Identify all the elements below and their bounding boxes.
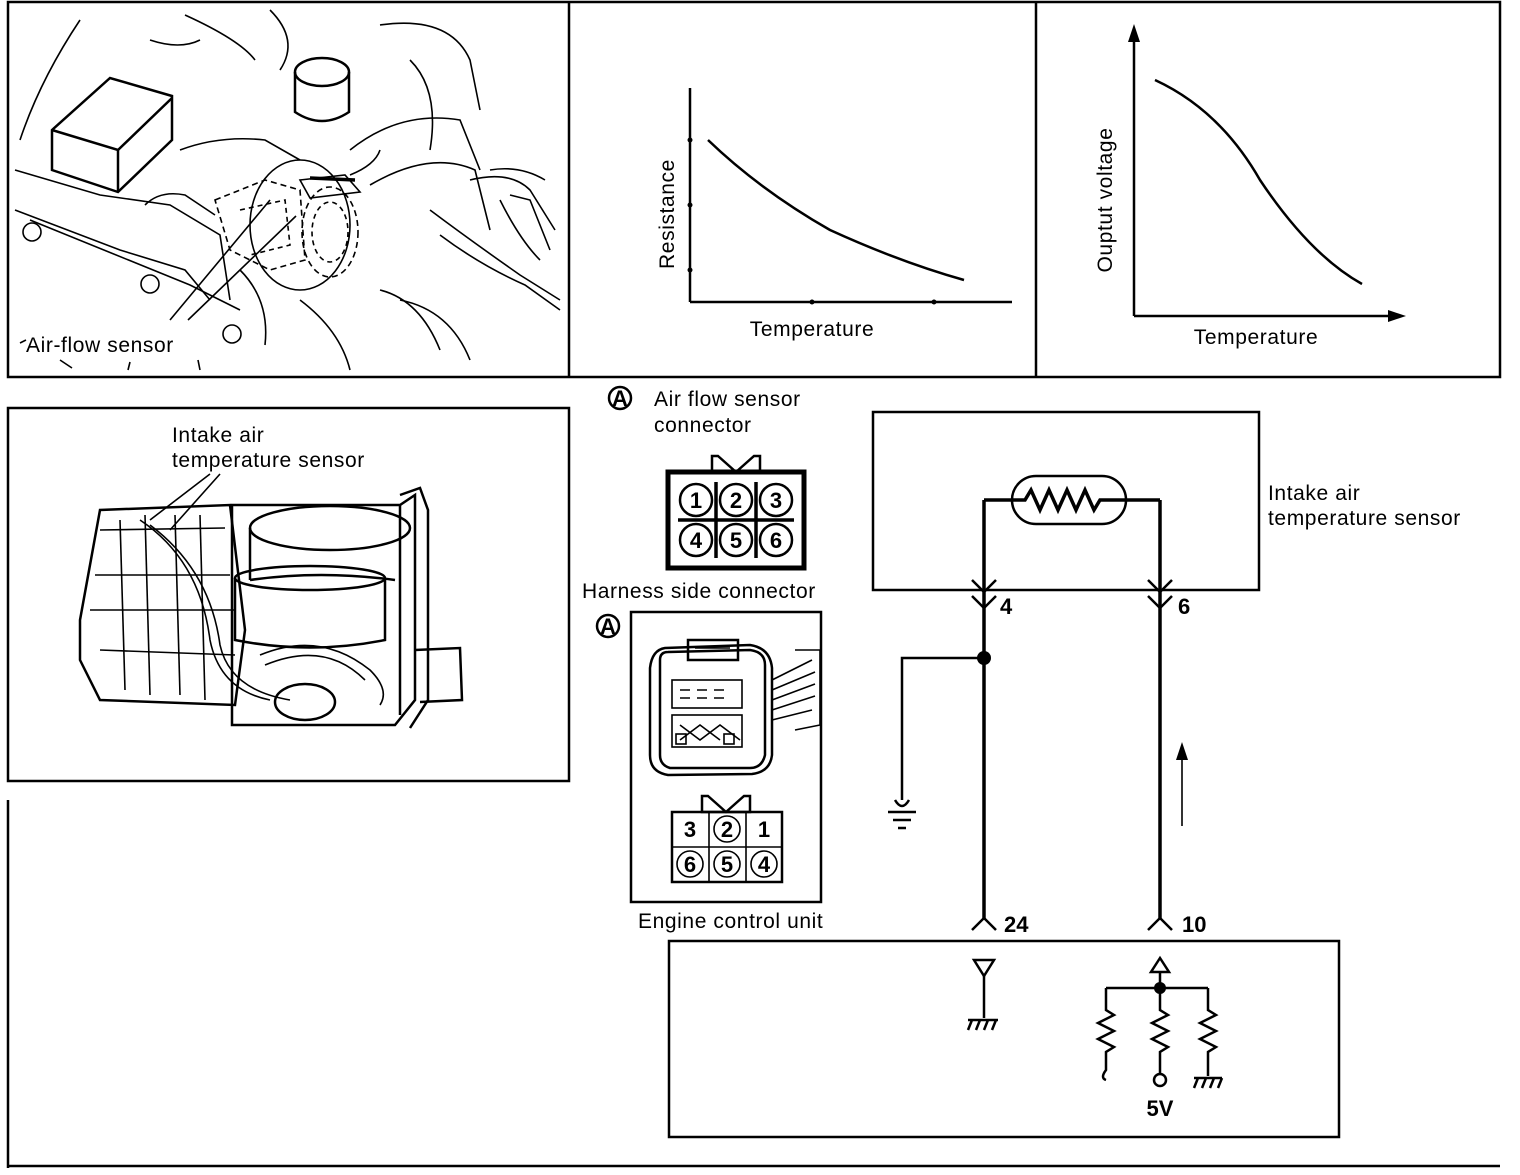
harness-connector-frame xyxy=(629,610,823,904)
bottom-pin-4: 4 xyxy=(758,852,771,877)
pin-4-label: 4 xyxy=(1000,594,1013,619)
thermistor-zigzag xyxy=(984,485,1160,515)
air-flow-connector-section: A Air flow sensor connector 1 2 3 4 5 6 … xyxy=(582,385,823,933)
shield-ground-symbol xyxy=(888,799,916,830)
connector-title-line1: Air flow sensor xyxy=(654,388,801,411)
ecu-title: Engine control unit xyxy=(638,910,823,933)
marker-a-circle xyxy=(607,385,633,411)
supply-label: 5V xyxy=(1147,1096,1174,1121)
top-pin-6: 6 xyxy=(770,528,782,553)
top-pin-5: 5 xyxy=(730,528,742,553)
marker-a: A xyxy=(612,386,628,411)
harness-connector-drawing xyxy=(648,638,821,777)
resistance-y-tick xyxy=(687,267,693,273)
current-arrow xyxy=(1176,742,1188,760)
resistance-y-label: Resistance xyxy=(656,159,679,269)
resistance-x-label: Temperature xyxy=(750,318,875,341)
ecu-pin-24-label: 24 xyxy=(1004,912,1029,937)
intake-sensor-illustration: Intake air temperature sensor xyxy=(78,424,464,729)
intake-label-line1: Intake air xyxy=(172,424,264,447)
resistance-x-tick xyxy=(809,299,815,305)
connector-title-line2: connector xyxy=(654,414,752,437)
ecu-pin-10-label: 10 xyxy=(1182,912,1206,937)
top-pin-1: 1 xyxy=(690,488,702,513)
top-pin-4: 4 xyxy=(690,528,703,553)
voltage-x-arrow xyxy=(1388,310,1406,322)
bottom-pin-3: 3 xyxy=(684,817,696,842)
pin-6-label: 6 xyxy=(1178,594,1190,619)
bottom-pin-2: 2 xyxy=(721,817,733,842)
harness-title: Harness side connector xyxy=(582,580,816,603)
sensor-label-line2: temperature sensor xyxy=(1268,507,1461,530)
bottom-pin-1: 1 xyxy=(758,817,770,842)
engine-bay-illustration: Air-flow sensor xyxy=(14,9,561,371)
ecu-box xyxy=(667,939,1341,1139)
resistance-chart: Resistance Temperature xyxy=(656,88,1012,341)
circuit-schematic: Intake air temperature sensor 4 6 24 10 xyxy=(667,410,1461,1139)
harness-marker-circle xyxy=(595,613,621,639)
panel-frames xyxy=(6,0,1502,1168)
sensor-box xyxy=(871,410,1261,592)
ecu-ground-left xyxy=(966,1018,998,1031)
airflow-sensor-label: Air-flow sensor xyxy=(26,334,174,357)
bottom-pin-5: 5 xyxy=(721,852,733,877)
resistance-y-tick xyxy=(687,137,693,143)
voltage-curve xyxy=(1154,78,1363,286)
resistance-curve xyxy=(707,139,965,282)
voltage-y-arrow xyxy=(1128,24,1140,42)
sensor-label-line1: Intake air xyxy=(1268,482,1360,505)
top-pin-2: 2 xyxy=(730,488,742,513)
voltage-chart: Ouptut voltage Temperature xyxy=(1094,24,1406,349)
ecu-ground-right xyxy=(1192,1076,1224,1089)
bottom-pin-6: 6 xyxy=(684,852,696,877)
supply-terminal xyxy=(1152,1072,1168,1088)
resistance-y-tick xyxy=(687,202,693,208)
bottom-pin-grid: 3 2 1 6 5 4 xyxy=(672,812,782,882)
top-pin-3: 3 xyxy=(770,488,782,513)
voltage-x-label: Temperature xyxy=(1194,326,1319,349)
resistance-x-tick xyxy=(931,299,937,305)
harness-marker: A xyxy=(600,614,616,639)
intake-label-line2: temperature sensor xyxy=(172,449,365,472)
top-pin-grid: 1 2 3 4 5 6 xyxy=(678,482,794,558)
voltage-y-label: Ouptut voltage xyxy=(1094,128,1117,273)
